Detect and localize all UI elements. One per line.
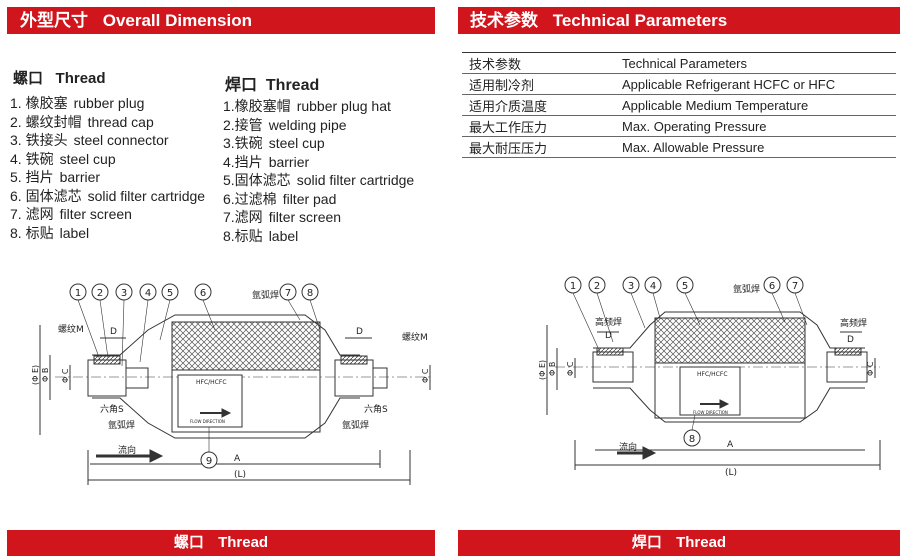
overall-dimension-zh: 外型尺寸 [20, 11, 88, 30]
callout-5: 5 [682, 281, 688, 292]
thread-bottom-zh: 螺口 [173, 534, 204, 551]
hex-label-left: 六角S [100, 403, 124, 415]
technical-parameters-en: Technical Parameters [552, 11, 728, 30]
callout-9: 9 [206, 456, 212, 467]
technical-parameters-zh: 技术参数 [470, 11, 538, 30]
flow-label: 流向 [619, 441, 637, 453]
phi-b-label: Φ B [548, 362, 557, 376]
thread-title-en: Thread [55, 70, 106, 87]
callout-2: 2 [97, 288, 103, 299]
weld-bottom-en: Thread [676, 534, 727, 551]
weld-title-en: Thread [265, 77, 320, 94]
callout-1: 1 [570, 281, 576, 292]
callout-4: 4 [145, 288, 151, 299]
phi-c-label: Φ C [566, 361, 575, 376]
weld-bottom-bar: 焊口 Thread [458, 530, 900, 556]
refrigerant-label: HFC/HCFC [697, 371, 728, 378]
technical-parameters-header: 技术参数 Technical Parameters [458, 7, 900, 34]
dim-a-label: A [727, 440, 734, 450]
hf-weld-label-left: 高频焊 [595, 316, 622, 328]
d-label-left: D [110, 327, 117, 337]
thread-filter-drawing: 1 2 3 4 5 6 7 8 9 螺纹M 螺纹M D D 六角S 六角S 氩弧… [31, 283, 431, 485]
weld-label-right: 氩弧焊 [342, 419, 369, 431]
callout-3: 3 [628, 281, 634, 292]
weld-filter-drawing: 1 2 3 4 5 6 7 8 氩弧焊 高频焊 高频焊 D D 流向 A (L)… [538, 276, 881, 478]
d-label-right: D [356, 327, 363, 337]
callout-8: 8 [307, 288, 313, 299]
callout-2: 2 [594, 281, 600, 292]
weld-label-bottom: 氩弧焊 [108, 419, 135, 431]
callout-7: 7 [792, 281, 798, 292]
callout-4: 4 [650, 281, 656, 292]
d-label-left: D [605, 331, 612, 341]
thread-m-label-right: 螺纹M [402, 331, 428, 343]
callout-6: 6 [200, 288, 206, 299]
dim-l-label: (L) [725, 468, 737, 478]
phi-e-label: (Φ E) [31, 365, 40, 385]
weld-label-top: 氩弧焊 [733, 283, 760, 295]
thread-title-zh: 螺口 [13, 70, 44, 87]
overall-dimension-en: Overall Dimension [102, 11, 253, 30]
refrigerant-label: HFC/HCFC [196, 379, 227, 386]
hf-weld-label-right: 高频焊 [840, 317, 867, 329]
callout-1: 1 [75, 288, 81, 299]
dim-l-label: (L) [234, 470, 246, 480]
weld-column-title: 焊口 Thread [225, 71, 319, 95]
hex-label-right: 六角S [364, 403, 388, 415]
weld-label-top: 氩弧焊 [252, 289, 279, 301]
callout-3: 3 [121, 288, 127, 299]
overall-dimension-header: 外型尺寸 Overall Dimension [7, 7, 435, 34]
callout-5: 5 [167, 288, 173, 299]
callout-8: 8 [689, 434, 695, 445]
callout-6: 6 [769, 281, 775, 292]
flow-direction-label: FLOW DIRECTION [190, 419, 225, 424]
flow-direction-label: FLOW DIRECTION [693, 410, 728, 415]
phi-c-label: Φ C [61, 368, 70, 383]
thread-bottom-bar: 螺口 Thread [7, 530, 435, 556]
phi-c-label-right: Φ C [866, 361, 875, 376]
weld-title-zh: 焊口 [225, 77, 258, 94]
flow-label: 流向 [118, 444, 136, 456]
d-label-right: D [847, 335, 854, 345]
phi-e-label: (Φ E) [538, 360, 547, 380]
phi-c-label-right: Φ C [421, 368, 430, 383]
weld-bottom-zh: 焊口 [631, 534, 662, 551]
thread-bottom-en: Thread [218, 534, 269, 551]
phi-b-label: Φ B [41, 368, 50, 382]
callout-7: 7 [285, 288, 291, 299]
thread-column-title: 螺口 Thread [13, 67, 106, 88]
thread-m-label-left: 螺纹M [58, 323, 84, 335]
dim-a-label: A [234, 454, 241, 464]
